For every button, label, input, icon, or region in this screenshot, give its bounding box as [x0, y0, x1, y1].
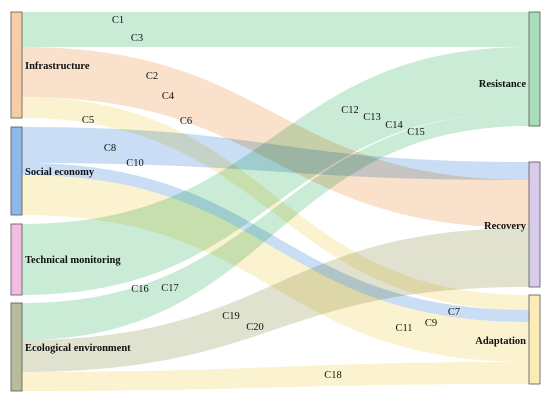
flow-label-c8: C8: [104, 143, 116, 154]
flow-label-c9: C9: [425, 318, 437, 329]
flow-label-c14: C14: [385, 120, 403, 131]
node-label-infra: Infrastructure: [25, 61, 90, 72]
flow-c19: [22, 228, 529, 356]
flow-c9: [22, 189, 529, 350]
node-rec: [528, 161, 541, 288]
flow-label-c13: C13: [363, 112, 381, 123]
flow-label-c10: C10: [126, 158, 144, 169]
flow-c12: [22, 47, 529, 242]
flow-c11: [22, 203, 529, 362]
node-label-rec: Recovery: [484, 221, 527, 232]
flow-c17: [22, 121, 529, 340]
node-label-social: Social economy: [25, 167, 95, 178]
nodes-layer: [10, 11, 541, 392]
flow-c14: [22, 81, 529, 278]
node-label-ada: Adaptation: [475, 336, 526, 347]
node-ada: [528, 294, 541, 385]
flow-c2: [22, 47, 529, 196]
flow-label-c7: C7: [448, 307, 460, 318]
flow-label-c17: C17: [161, 283, 179, 294]
flow-label-c2: C2: [146, 71, 158, 82]
flow-label-c1: C1: [112, 15, 124, 26]
node-label-res: Resistance: [479, 79, 527, 90]
node-label-tech: Technical monitoring: [25, 255, 121, 266]
flow-label-c6: C6: [180, 116, 192, 127]
flow-c10: [22, 163, 529, 322]
flow-label-c19: C19: [222, 311, 240, 322]
flow-c15: [22, 97, 529, 295]
flow-c16: [22, 112, 529, 322]
node-eco: [10, 302, 23, 392]
flow-c20: [22, 256, 529, 372]
node-social: [10, 126, 23, 216]
node-label-eco: Ecological environment: [25, 343, 131, 354]
flow-label-c5: C5: [82, 115, 94, 126]
node-res: [528, 11, 541, 127]
flow-label-c11: C11: [395, 323, 412, 334]
flow-c18: [22, 362, 529, 391]
flow-c13: [22, 65, 529, 260]
node-infra: [10, 11, 23, 119]
flow-label-c15: C15: [407, 127, 425, 138]
flow-label-c4: C4: [162, 91, 175, 102]
flow-c7: [22, 175, 529, 336]
flow-c1: [22, 12, 529, 30]
flow-c5: [22, 97, 529, 310]
flow-label-c16: C16: [131, 284, 149, 295]
flow-c3: [22, 30, 529, 47]
flows-layer: [22, 12, 529, 391]
flow-label-c12: C12: [341, 105, 359, 116]
flow-label-c20: C20: [246, 322, 264, 333]
flow-label-c3: C3: [131, 33, 143, 44]
flow-label-c18: C18: [324, 370, 342, 381]
node-tech: [10, 223, 23, 296]
